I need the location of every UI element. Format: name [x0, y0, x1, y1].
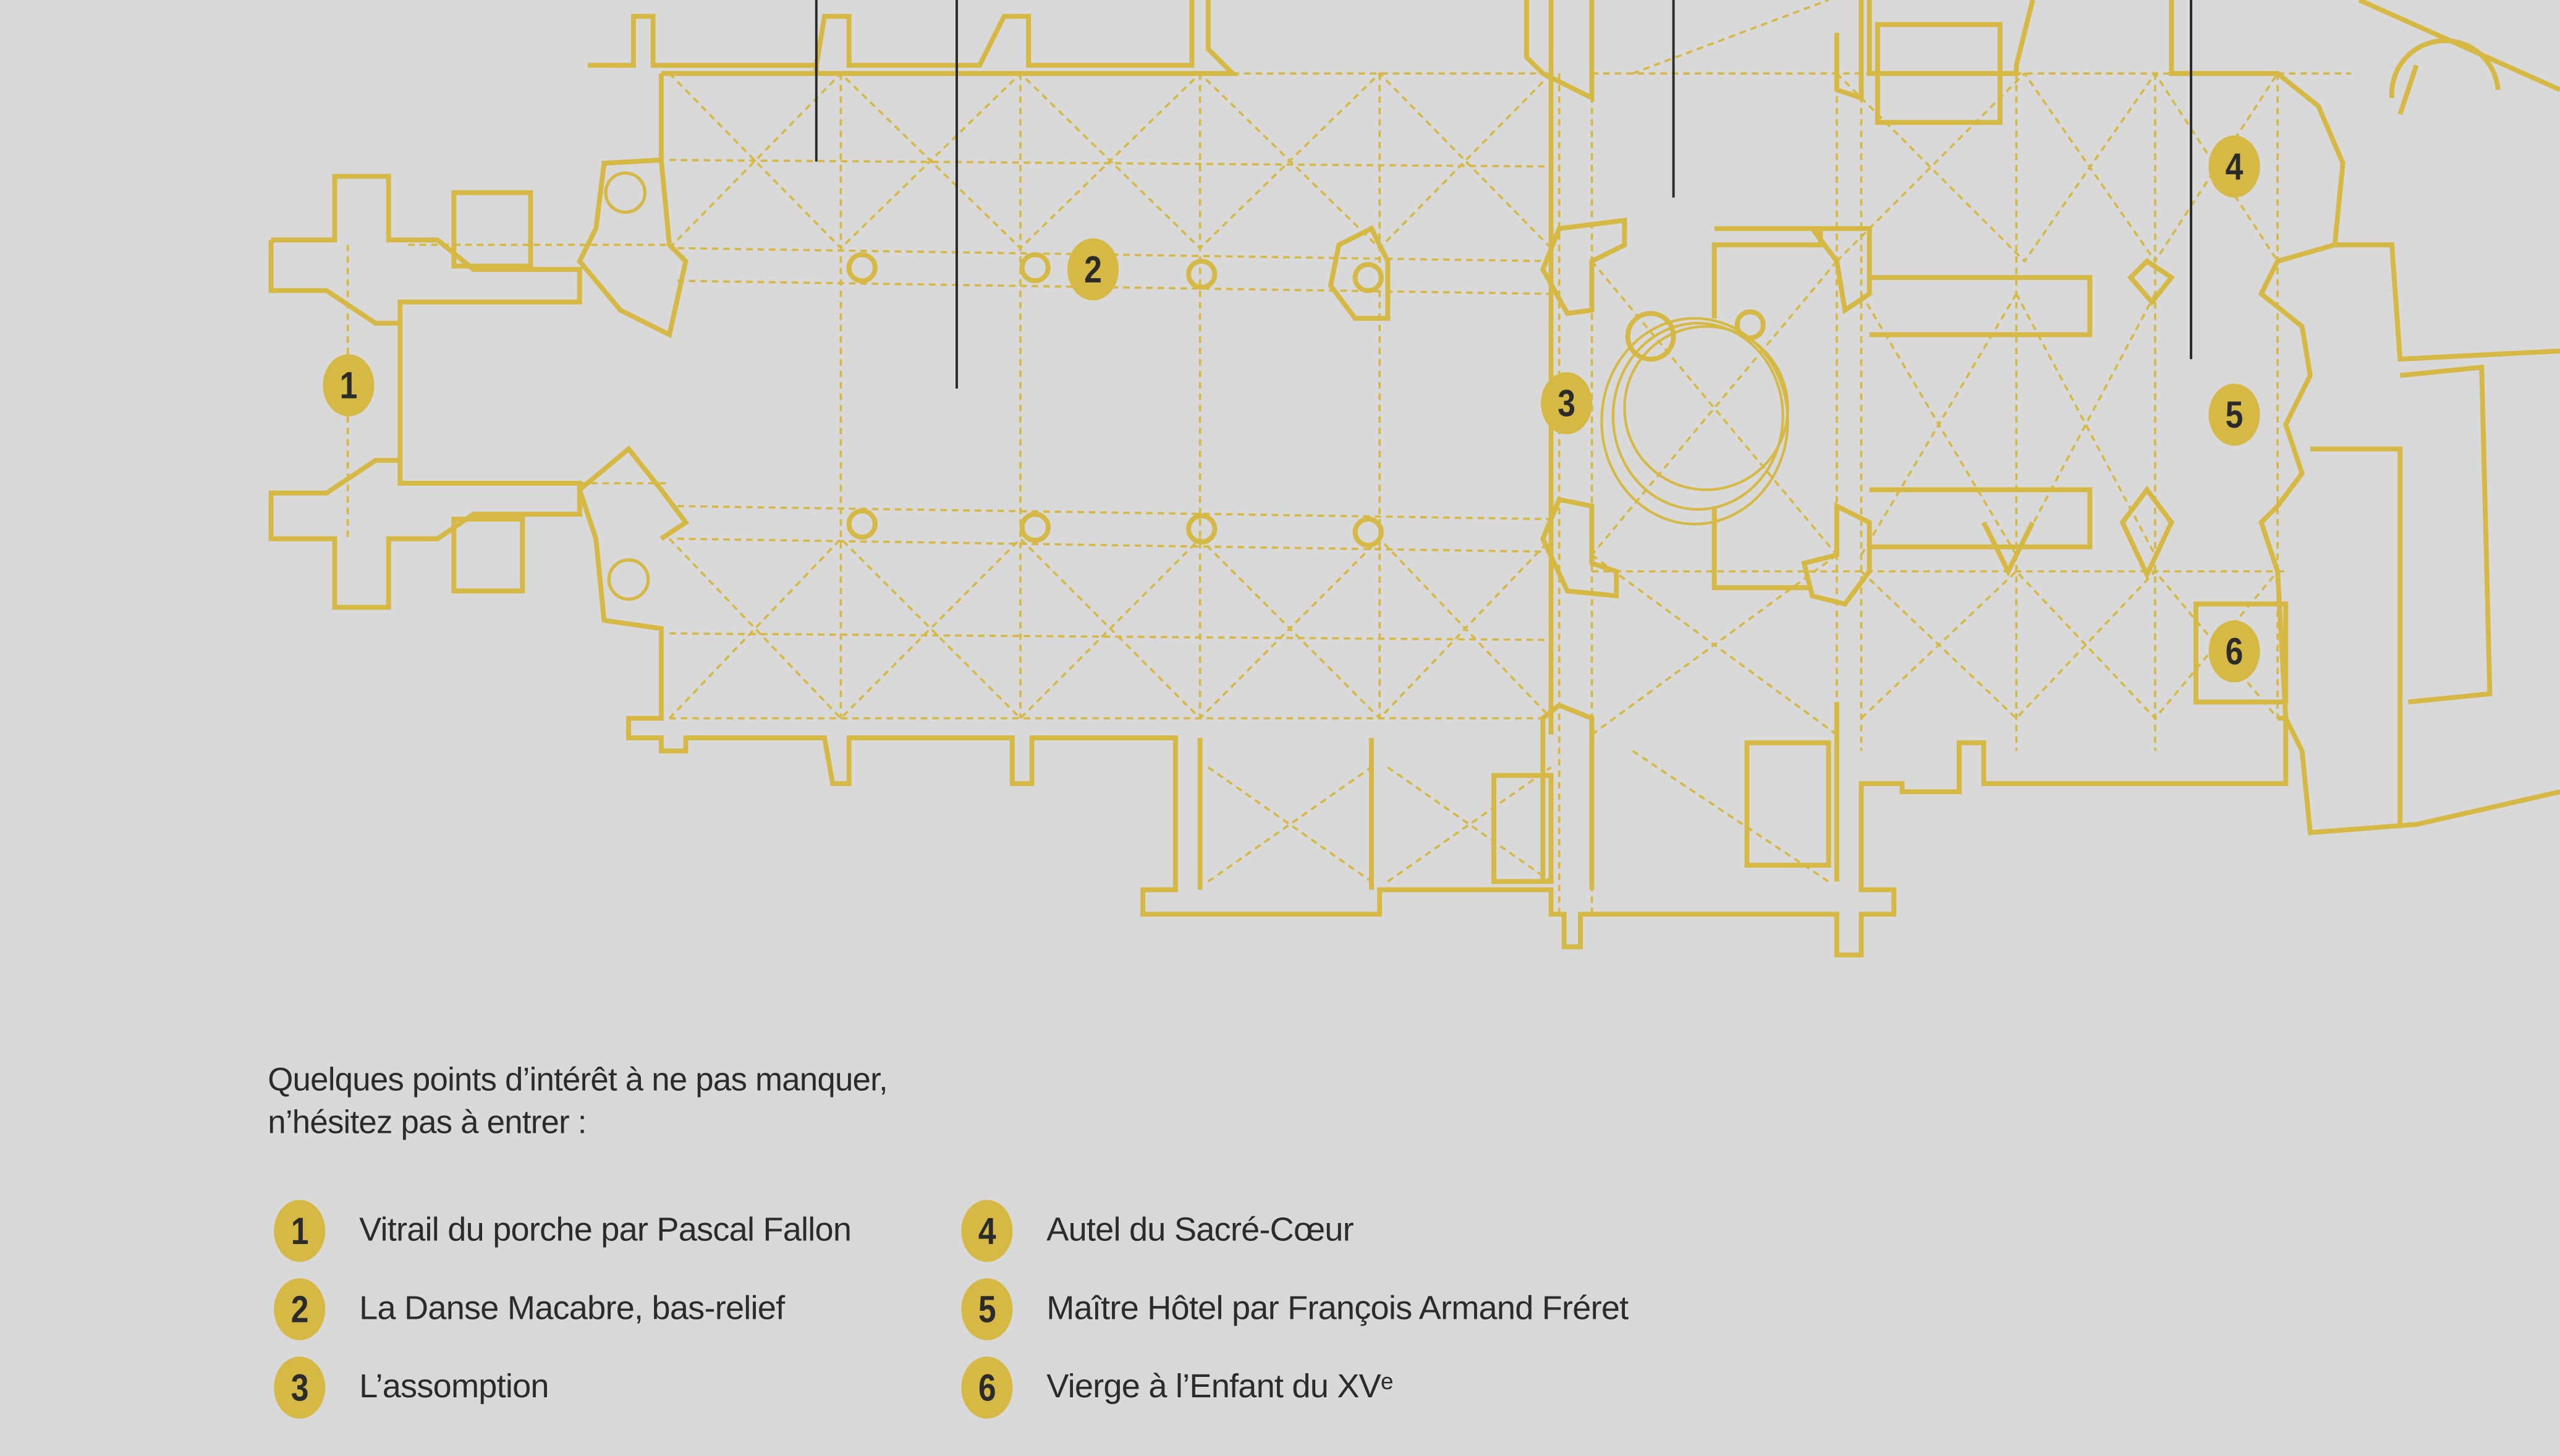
choir-ellipses — [1600, 316, 1789, 526]
pointer-lines — [815, 0, 2193, 389]
legend-number-badge: 2 — [274, 1278, 326, 1340]
legend-item-5: 5 Maître Hôtel par François Armand Fréret — [957, 1278, 1629, 1340]
plan-marker-2[interactable]: 2 — [1067, 238, 1119, 301]
legend-item-label: Vitrail du porche par Pascal Fallon — [359, 1211, 852, 1249]
plan-marker-1[interactable]: 1 — [323, 354, 375, 417]
legend-item-2: 2 La Danse Macabre, bas-relief — [269, 1278, 785, 1340]
legend-intro-line2: n’hésitez pas à entrer : — [268, 1105, 587, 1141]
vault-ribs — [346, 0, 2351, 915]
legend-item-label: La Danse Macabre, bas-relief — [359, 1289, 785, 1327]
plan-marker-3[interactable]: 3 — [1541, 372, 1593, 434]
columns — [604, 171, 1766, 601]
walls — [268, 0, 2560, 958]
legend-number-badge: 3 — [274, 1357, 326, 1419]
legend-intro-line1: Quelques points d’intérêt à ne pas manqu… — [268, 1062, 888, 1099]
legend-item-4: 4 Autel du Sacré-Cœur — [957, 1200, 1354, 1262]
legend-number-badge: 5 — [961, 1278, 1013, 1340]
legend-item-label: Vierge à l’Enfant du XVᵉ — [1046, 1368, 1393, 1406]
legend-item-label: Maître Hôtel par François Armand Fréret — [1046, 1289, 1629, 1327]
legend-number-badge: 6 — [961, 1357, 1013, 1419]
plan-marker-6[interactable]: 6 — [2208, 620, 2260, 683]
legend-item-label: L’assomption — [359, 1368, 549, 1406]
legend-number-badge: 1 — [274, 1200, 326, 1262]
plan-marker-4[interactable]: 4 — [2208, 135, 2260, 198]
plan-marker-5[interactable]: 5 — [2208, 383, 2260, 446]
legend-intro: Quelques points d’intérêt à ne pas manqu… — [268, 1059, 888, 1144]
legend-item-1: 1 Vitrail du porche par Pascal Fallon — [269, 1200, 852, 1262]
legend-item-6: 6 Vierge à l’Enfant du XVᵉ — [957, 1357, 1393, 1419]
legend-number-badge: 4 — [961, 1200, 1013, 1262]
legend-item-3: 3 L’assomption — [269, 1357, 549, 1419]
legend-item-label: Autel du Sacré-Cœur — [1046, 1211, 1354, 1249]
